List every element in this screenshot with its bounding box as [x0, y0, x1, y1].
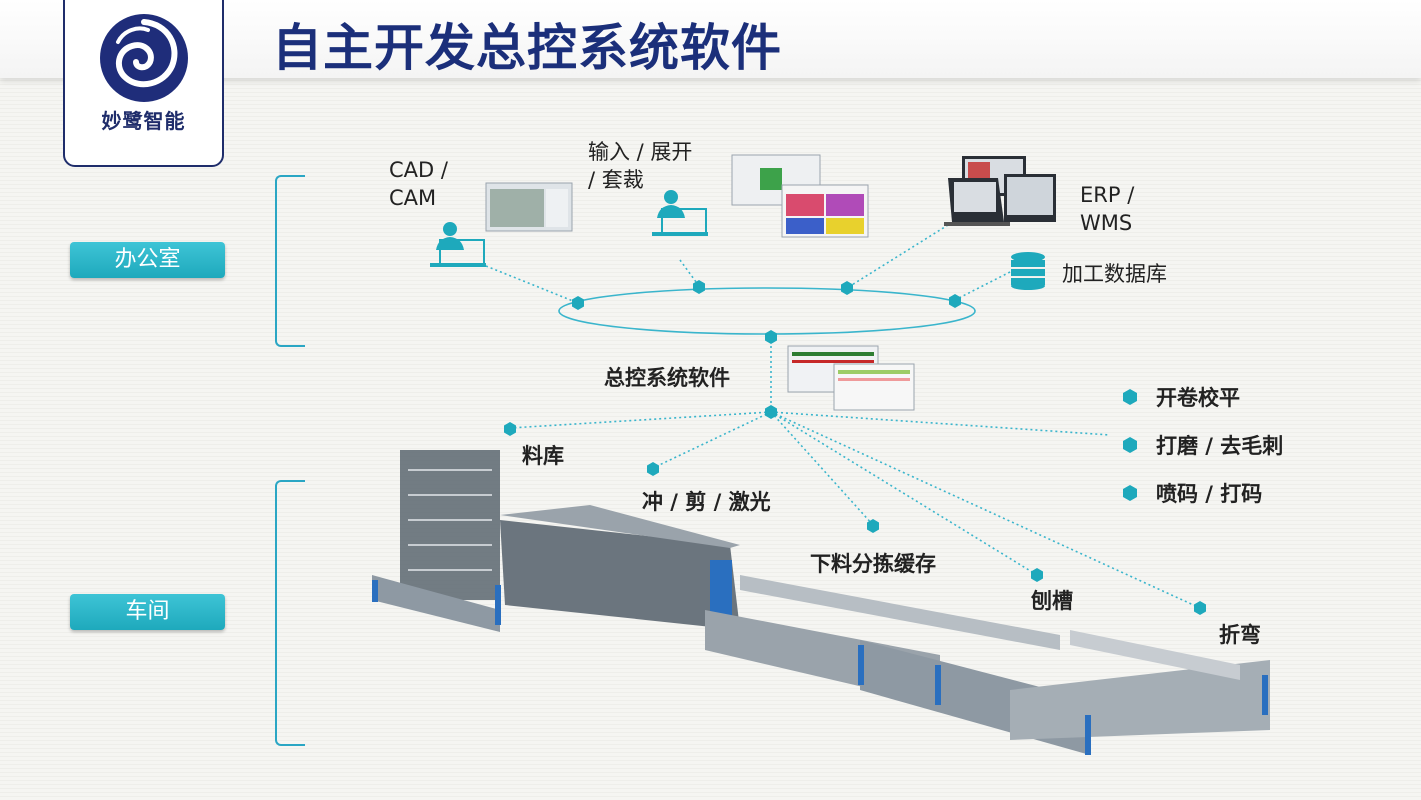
processing-database-label: 加工数据库 — [1062, 262, 1167, 286]
workshop-tag: 车间 — [70, 594, 225, 630]
office-tag: 办公室 — [70, 242, 225, 278]
logo-text: 妙鹭智能 — [101, 109, 186, 133]
list-item: 打磨 / 去毛刺 — [1122, 421, 1283, 469]
nesting-screenshot-icon — [731, 154, 869, 238]
production-line-illustration — [372, 450, 1270, 755]
workshop-bracket — [275, 480, 305, 746]
list-item: 喷码 / 打码 — [1122, 469, 1283, 517]
hexagon-bullet-icon — [1123, 485, 1137, 501]
grooving-label: 刨槽 — [1031, 589, 1073, 613]
header-band — [0, 0, 1421, 78]
monitors-icon — [944, 156, 1056, 226]
hexagon-bullet-icon — [1123, 389, 1137, 405]
control-software-screenshot-icon — [787, 345, 915, 411]
erp-wms-label: ERP / WMS — [1080, 183, 1135, 235]
cad-screenshot-icon — [485, 182, 573, 232]
database-icon — [1011, 252, 1045, 290]
logo-swirl-icon — [100, 14, 188, 102]
process-bullet-list: 开卷校平 打磨 / 去毛刺 喷码 / 打码 — [1122, 373, 1283, 517]
cad-cam-label: CAD / CAM — [389, 158, 448, 210]
bullet-text: 开卷校平 — [1156, 386, 1240, 410]
bending-label: 折弯 — [1219, 623, 1261, 647]
network-ring — [558, 287, 976, 335]
user-icon — [652, 190, 708, 236]
sorting-buffer-label: 下料分拣缓存 — [810, 552, 936, 576]
input-nesting-label: 输入 / 展开 / 套裁 — [588, 140, 693, 192]
control-software-label: 总控系统软件 — [604, 366, 730, 390]
punch-shear-laser-label: 冲 / 剪 / 激光 — [642, 490, 771, 514]
bullet-text: 打磨 / 去毛刺 — [1156, 434, 1284, 458]
hexagon-bullet-icon — [1123, 437, 1137, 453]
network-nodes — [504, 280, 1206, 615]
logo: 妙鹭智能 — [63, 0, 224, 167]
connector-lines — [485, 224, 1201, 609]
page-title: 自主开发总控系统软件 — [272, 19, 782, 77]
office-bracket — [275, 175, 305, 347]
list-item: 开卷校平 — [1122, 373, 1283, 421]
user-icon — [430, 222, 486, 267]
material-storage-label: 料库 — [522, 444, 564, 468]
bullet-text: 喷码 / 打码 — [1156, 482, 1263, 506]
